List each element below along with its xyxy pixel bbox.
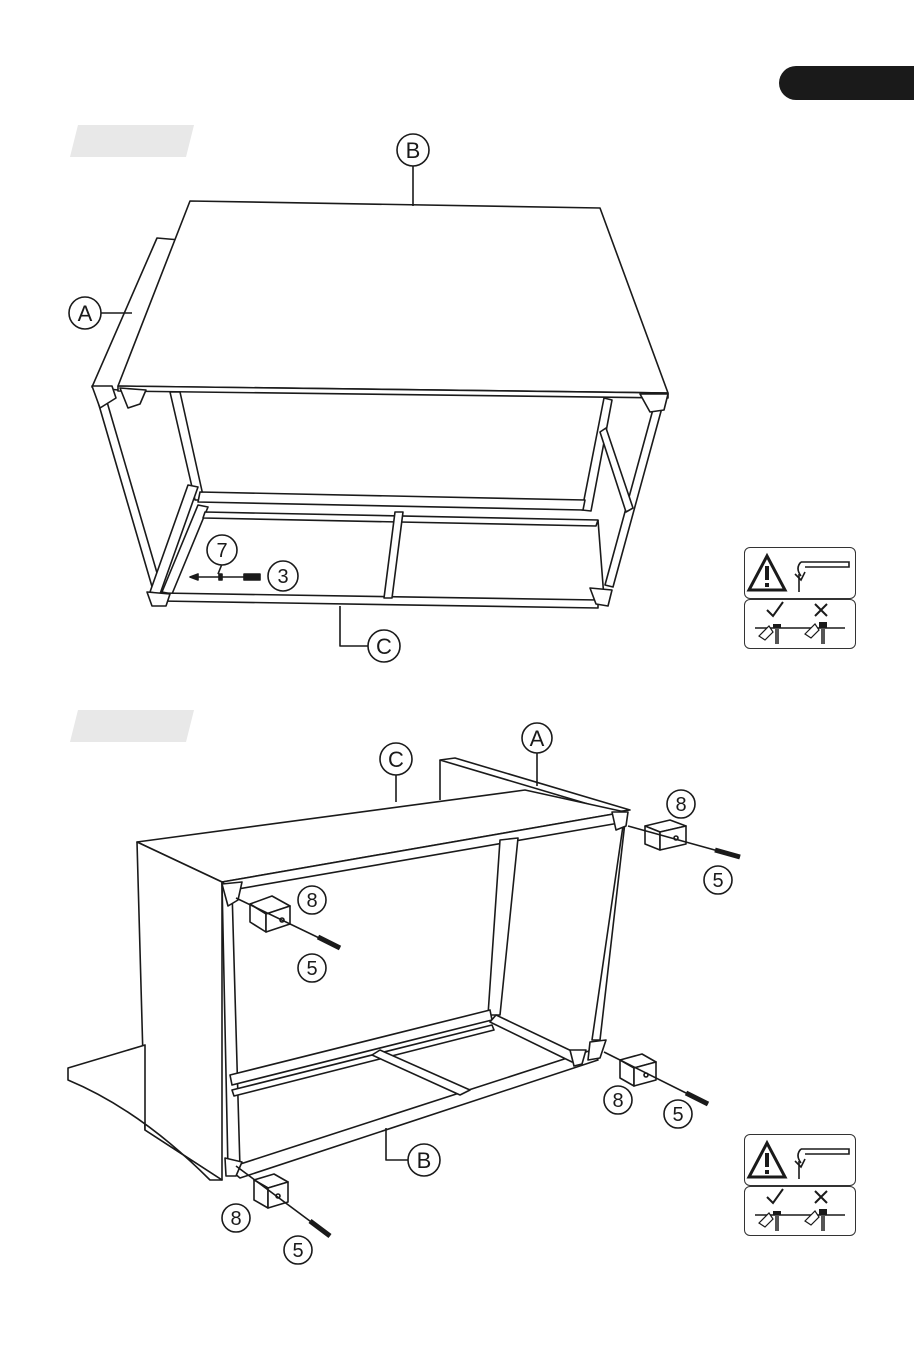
callout-5-a: 5 (712, 870, 723, 892)
screw-depth-box-1 (744, 599, 856, 649)
callout-5-c: 5 (672, 1104, 683, 1126)
callout-5-d: 5 (292, 1240, 303, 1262)
callout-8-c: 8 (612, 1090, 623, 1112)
callout-b: B (417, 1148, 432, 1173)
allen-key-icon (795, 562, 849, 592)
check-mark-icon (767, 602, 783, 616)
leg-block-bottom-right (620, 1054, 656, 1086)
callout-8-b: 8 (306, 890, 317, 912)
callout-8-a: 8 (675, 794, 686, 816)
tool-warning-box-2 (744, 1134, 856, 1186)
cross-mark-icon (815, 1191, 827, 1203)
allen-key-icon (795, 1149, 849, 1179)
leg-block-top-right (645, 820, 686, 850)
cross-mark-icon (815, 604, 827, 616)
callout-8-d: 8 (230, 1208, 241, 1230)
panel-c (137, 790, 625, 882)
leader-b (386, 1128, 408, 1160)
callout-c: C (388, 747, 404, 772)
leg-block-bottom-left (254, 1174, 288, 1208)
screw-depth-box-2 (744, 1186, 856, 1236)
callout-5-b: 5 (306, 958, 317, 980)
tool-warning-box-1 (744, 547, 856, 599)
check-mark-icon (767, 1189, 783, 1203)
callout-a: A (530, 726, 545, 751)
